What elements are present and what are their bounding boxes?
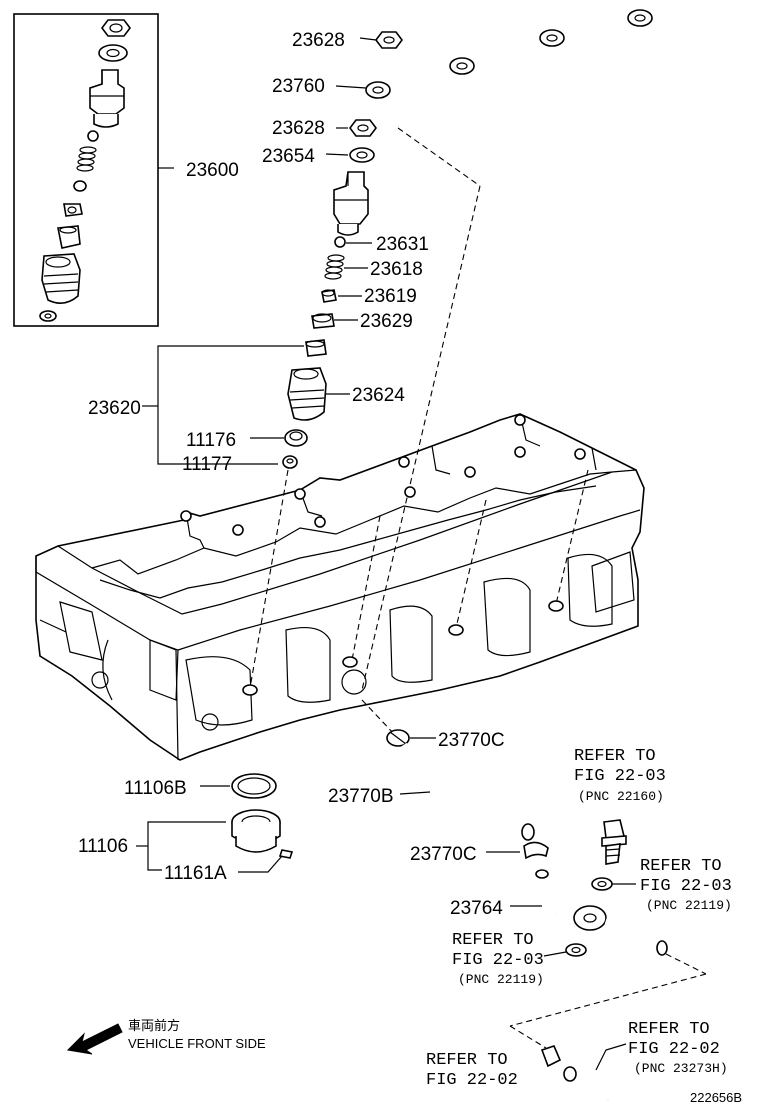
part-number-11161a: 11161A — [164, 863, 227, 884]
part-number-23620: 23620 — [88, 398, 141, 419]
refer-note-22-02-a: REFER TO FIG 22-02 — [426, 1051, 518, 1090]
banjo-bolt — [601, 819, 627, 865]
washer-ref-22119-b — [565, 943, 587, 957]
washer-ref-22119-a — [591, 877, 613, 891]
part-number-23770c-top: 23770C — [438, 730, 505, 751]
figure-id: 222656B — [690, 1090, 742, 1105]
part-number-23770b: 23770B — [328, 786, 394, 807]
part-number-23624: 23624 — [352, 385, 405, 406]
svg-text:REFER TO: REFER TO — [640, 857, 722, 876]
svg-text:(PNC 22119): (PNC 22119) — [646, 898, 732, 913]
part-number-11106b: 11106B — [124, 778, 187, 799]
nut-23628-top — [375, 31, 403, 49]
lower-alignment-dashes — [509, 953, 707, 1049]
hose-clamp-23770c-mid — [523, 841, 549, 860]
vehicle-front-arrow-icon — [66, 1023, 123, 1055]
gasket-11106b — [231, 773, 277, 799]
injector-assembly-box — [13, 13, 159, 327]
refer-note-22119-b: REFER TO FIG 22-03 (PNC 22119) — [452, 931, 544, 987]
part-number-11176: 11176 — [186, 430, 236, 451]
vehicle-front-label-jp: 車両前方 — [128, 1018, 180, 1034]
vehicle-front-label-en: VEHICLE FRONT SIDE — [128, 1036, 266, 1051]
svg-text:FIG 22-03: FIG 22-03 — [452, 951, 544, 970]
svg-text:FIG 22-03: FIG 22-03 — [574, 767, 666, 786]
cylinder-head — [35, 413, 645, 761]
part-number-23654: 23654 — [262, 146, 315, 167]
part-number-23629: 23629 — [360, 311, 413, 332]
svg-text:FIG 22-02: FIG 22-02 — [426, 1071, 518, 1090]
part-number-23628-mid: 23628 — [272, 118, 325, 139]
part-number-23770c-mid: 23770C — [410, 844, 477, 865]
fuel-hose-23770b — [397, 742, 535, 841]
refer-note-22160: REFER TO FIG 22-03 (PNC 22160) — [574, 747, 666, 804]
part-number-11106: 11106 — [78, 836, 128, 857]
pin-11161a — [278, 849, 294, 859]
part-number-23764: 23764 — [450, 898, 503, 919]
part-number-23600: 23600 — [186, 160, 239, 181]
part-number-23628-top: 23628 — [292, 30, 345, 51]
refer-note-23273h: REFER TO FIG 22-02 (PNC 23273H) — [628, 1020, 728, 1076]
svg-text:(PNC 23273H): (PNC 23273H) — [634, 1061, 728, 1076]
svg-text:REFER TO: REFER TO — [574, 747, 656, 766]
svg-text:(PNC 22119): (PNC 22119) — [458, 972, 544, 987]
hose-ref-23273h — [563, 1066, 611, 1105]
part-number-23618: 23618 — [370, 259, 423, 280]
bracket-23620 — [157, 345, 304, 465]
part-number-23619: 23619 — [364, 286, 417, 307]
svg-text:REFER TO: REFER TO — [426, 1051, 508, 1070]
hose-clamp-23770c-top — [386, 729, 410, 747]
injection-pipe — [365, 9, 653, 127]
plug-11106 — [231, 809, 281, 853]
part-number-23631: 23631 — [376, 234, 429, 255]
svg-text:(PNC 22160): (PNC 22160) — [578, 789, 664, 804]
svg-text:REFER TO: REFER TO — [628, 1020, 710, 1039]
injector-exploded-stack — [282, 119, 377, 469]
svg-text:REFER TO: REFER TO — [452, 931, 534, 950]
hose-fitting-ref-22-02 — [540, 1045, 562, 1068]
svg-text:FIG 22-02: FIG 22-02 — [628, 1040, 720, 1059]
part-number-11177: 11177 — [182, 454, 232, 475]
refer-note-22119-a: REFER TO FIG 22-03 (PNC 22119) — [640, 857, 732, 913]
part-number-23760: 23760 — [272, 76, 325, 97]
svg-text:FIG 22-03: FIG 22-03 — [640, 877, 732, 896]
fuel-union-23764 — [535, 869, 668, 956]
